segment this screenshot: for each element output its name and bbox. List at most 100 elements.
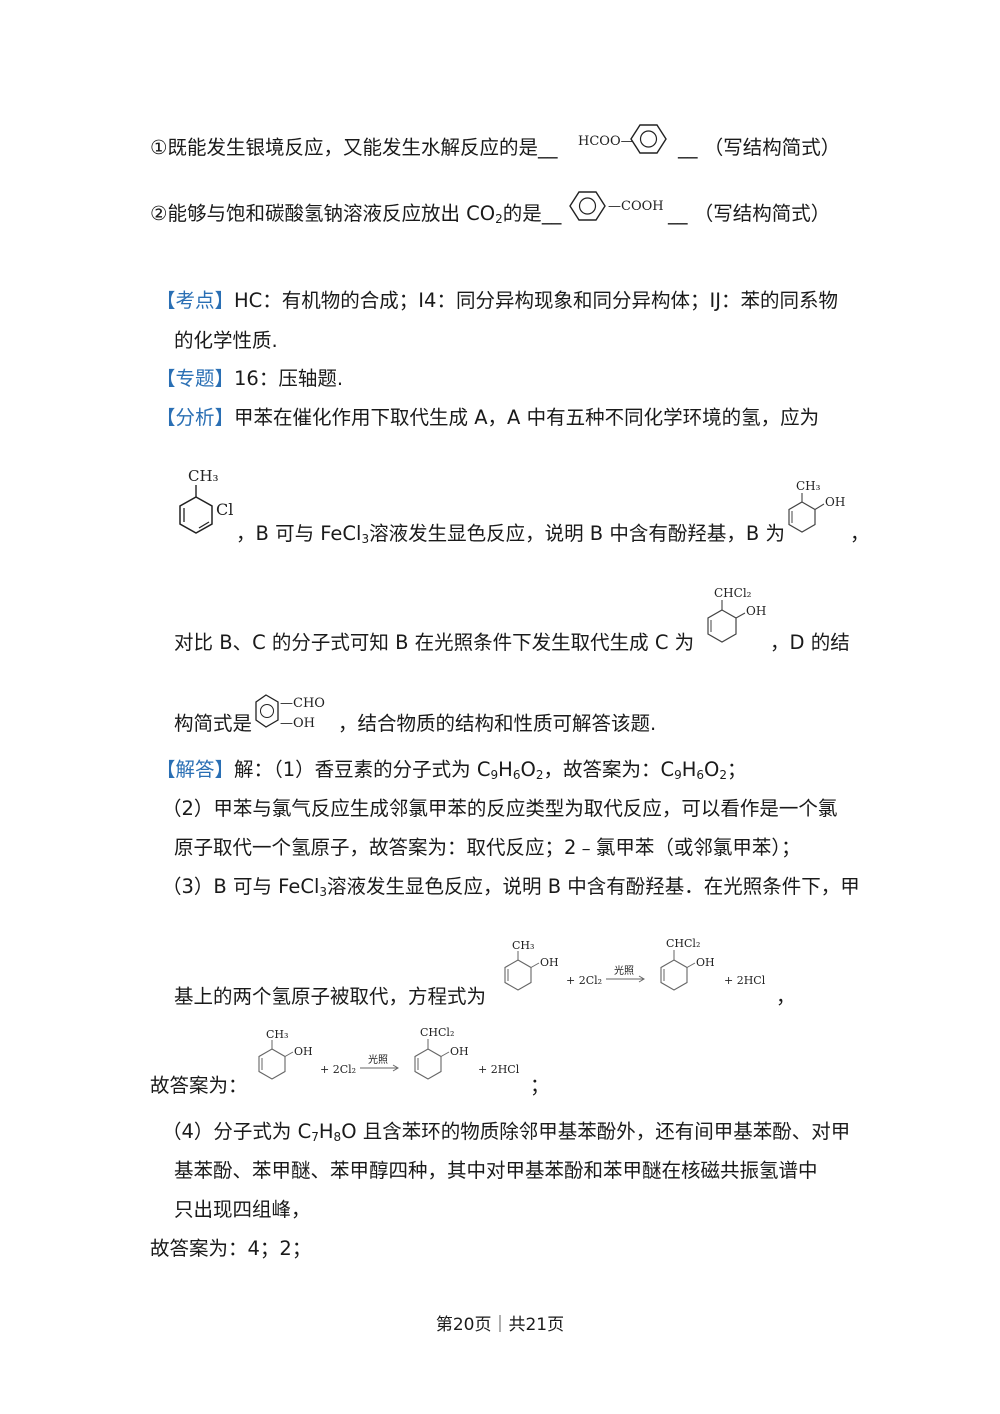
section-tag: 【分析】	[156, 406, 235, 429]
jieda-text: （4）分子式为 C	[162, 1120, 312, 1143]
fenxi-text: 溶液发生显色反应，说明 B 中含有酚羟基，B 为	[369, 522, 785, 545]
subscript: 9	[490, 768, 499, 782]
question-1-text: ①既能发生银境反应，又能发生水解反应的是	[150, 136, 538, 159]
dichloromethyl-label: CHCl₂	[420, 1026, 454, 1039]
benzene-ring-icon	[660, 959, 688, 991]
page-footer: 第20页｜共21页	[435, 1315, 565, 1335]
fenxi-text: 构简式是	[174, 712, 253, 735]
benzene-ring-icon	[258, 1048, 286, 1080]
phenyl-formate-structure: HCOO—	[578, 119, 678, 159]
hydroxyl-label: OH	[540, 956, 559, 969]
jieda-text: 解：（1）香豆素的分子式为 C	[234, 758, 491, 781]
salicylaldehyde-structure: —CHO —OH	[254, 690, 338, 734]
o-cresol-structure: CH₃ OH	[782, 478, 854, 544]
answer-blank: __	[541, 202, 562, 225]
kaodian-line: 【考点】HC：有机物的合成；I4：同分异构现象和同分异构体；IJ：苯的同系物	[156, 287, 838, 315]
methyl-label: CH₃	[188, 467, 219, 485]
kaodian-text: HC：有机物的合成；I4：同分异构现象和同分异构体；IJ：苯的同系物	[234, 289, 838, 312]
condition-label: 光照	[368, 1053, 388, 1066]
question-1-line: ①既能发生银境反应，又能发生水解反应的是__	[150, 134, 557, 162]
jieda-text: 原子取代一个氢原子，故答案为：取代反应；2﹣氯甲苯（或邻氯甲苯）；	[174, 836, 801, 859]
question-1-tail: __ （写结构简式）	[678, 134, 840, 162]
subscript: 9	[674, 768, 682, 782]
jieda-line-2: （2）甲苯与氯气反应生成邻氯甲苯的反应类型为取代反应，可以看作是一个氯	[162, 795, 837, 823]
jieda-line-3: 原子取代一个氢原子，故答案为：取代反应；2﹣氯甲苯（或邻氯甲苯）；	[174, 834, 801, 862]
question-2-tail: __ （写结构简式）	[668, 200, 830, 228]
answer-blank: __	[668, 202, 688, 225]
kaodian-text-2: 的化学性质.	[174, 329, 278, 352]
subscript: 2	[535, 768, 544, 782]
jieda-text: 只出现四组峰，	[174, 1198, 311, 1221]
byproduct-label: + 2HCl	[724, 974, 766, 987]
condition-label: 光照	[614, 964, 634, 977]
fenxi-line-2-end: ，	[850, 520, 870, 548]
subscript: 2	[719, 768, 728, 782]
hydroxyl-label: —OH	[280, 716, 315, 731]
dichloromethyl-label: CHCl₂	[666, 937, 700, 950]
jieda-line-5-end: ，	[776, 983, 796, 1011]
jieda-line-8: 基苯酚、苯甲醚、苯甲醇四种，其中对甲基苯酚和苯甲醚在核磁共振氢谱中	[174, 1157, 818, 1185]
question-2-suffix: （写结构简式）	[693, 202, 831, 225]
chlorination-equation: CH₃ OH + 2Cl₂ 光照 CHCl₂ OH + 2HCl	[496, 935, 776, 1007]
methyl-label: CH₃	[796, 479, 821, 493]
element-symbol: H	[318, 1120, 334, 1143]
jieda-text: 基上的两个氢原子被取代，方程式为	[174, 985, 487, 1008]
punctuation: ，	[776, 985, 796, 1008]
jieda-line-4: （3）B 可与 FeCl3溶液发生显色反应，说明 B 中含有酚羟基．在光照条件下…	[162, 873, 860, 901]
chloro-label: Cl	[216, 500, 233, 519]
formula-label: —COOH	[608, 199, 664, 214]
fenxi-line-1: 【分析】甲苯在催化作用下取代生成 A，A 中有五种不同化学环境的氢，应为	[156, 404, 819, 432]
jieda-line-1: 【解答】解：（1）香豆素的分子式为 C9H6O2，故答案为：C9H6O2；	[156, 756, 747, 784]
subscript: 3	[319, 885, 328, 899]
subscript: 6	[512, 768, 521, 782]
subscript: 3	[361, 532, 370, 546]
answer-blank: __	[537, 136, 558, 159]
dichloromethylphenol-structure: CHCl₂ OH	[700, 583, 776, 655]
subscript: 7	[311, 1130, 319, 1144]
answer-blank: __	[678, 136, 698, 159]
fenxi-text: 对比 B、C 的分子式可知 B 在光照条件下发生取代生成 C 为	[174, 631, 695, 654]
hydroxyl-label: OH	[825, 495, 845, 509]
question-2-text: ②能够与饱和碳酸氢钠溶液反应放出 CO	[150, 202, 496, 225]
hydroxyl-label: OH	[450, 1045, 469, 1058]
jieda-line-5: 基上的两个氢原子被取代，方程式为	[174, 983, 486, 1011]
section-tag: 【专题】	[156, 367, 235, 390]
zhuanti-line: 【专题】16：压轴题.	[156, 365, 343, 393]
formula-label: HCOO—	[578, 134, 634, 149]
kaodian-line-2: 的化学性质.	[174, 327, 278, 355]
chlorination-equation-answer: CH₃ OH + 2Cl₂ 光照 CHCl₂ OH + 2HCl	[250, 1024, 530, 1096]
jieda-text: （2）甲苯与氯气反应生成邻氯甲苯的反应类型为取代反应，可以看作是一个氯	[162, 797, 838, 820]
jieda-line-7: （4）分子式为 C7H8O 且含苯环的物质除邻甲基苯酚外，还有间甲基苯酚、对甲	[162, 1118, 850, 1146]
question-1-suffix: （写结构简式）	[703, 136, 841, 159]
benzene-ring-icon	[630, 124, 667, 154]
byproduct-label: + 2HCl	[478, 1063, 520, 1076]
benzene-ring-icon	[504, 959, 532, 991]
subscript: 6	[696, 768, 705, 782]
hydroxyl-label: OH	[294, 1045, 313, 1058]
subscript: 8	[333, 1130, 342, 1144]
section-tag: 【解答】	[156, 758, 235, 781]
product-dichloromethylphenol: CHCl₂ OH	[660, 937, 715, 991]
benzene-ring-icon	[788, 501, 816, 533]
jieda-text: 故答案为：	[150, 1074, 248, 1097]
punctuation: ；	[727, 758, 747, 781]
fenxi-line-2: ，B 可与 FeCl3溶液发生显色反应，说明 B 中含有酚羟基，B 为	[236, 520, 785, 548]
dichloromethyl-label: CHCl₂	[714, 586, 752, 600]
jieda-line-6: 故答案为：	[150, 1072, 248, 1100]
punctuation: ；	[530, 1074, 550, 1097]
fenxi-line-4-end: ，结合物质的结构和性质可解答该题.	[338, 710, 656, 738]
benzene-ring-icon	[255, 694, 279, 728]
jieda-text: 故答案为：4；2；	[150, 1237, 312, 1260]
element-symbol: H	[681, 758, 697, 781]
methyl-label: CH₃	[266, 1028, 288, 1041]
jieda-text: 溶液发生显色反应，说明 B 中含有酚羟基．在光照条件下，甲	[327, 875, 860, 898]
subscript: 2	[495, 212, 503, 226]
jieda-line-6-end: ；	[530, 1072, 550, 1100]
benzene-ring-icon	[414, 1048, 442, 1080]
jieda-text: O 且含苯环的物质除邻甲基苯酚外，还有间甲基苯酚、对甲	[341, 1120, 851, 1143]
jieda-text: ，故答案为：C	[543, 758, 675, 781]
zhuanti-text: 16：压轴题.	[234, 367, 344, 390]
element-symbol: O	[704, 758, 720, 781]
question-2-line: ②能够与饱和碳酸氢钠溶液反应放出 CO2的是__	[150, 200, 561, 228]
hydroxyl-label: OH	[746, 604, 766, 618]
